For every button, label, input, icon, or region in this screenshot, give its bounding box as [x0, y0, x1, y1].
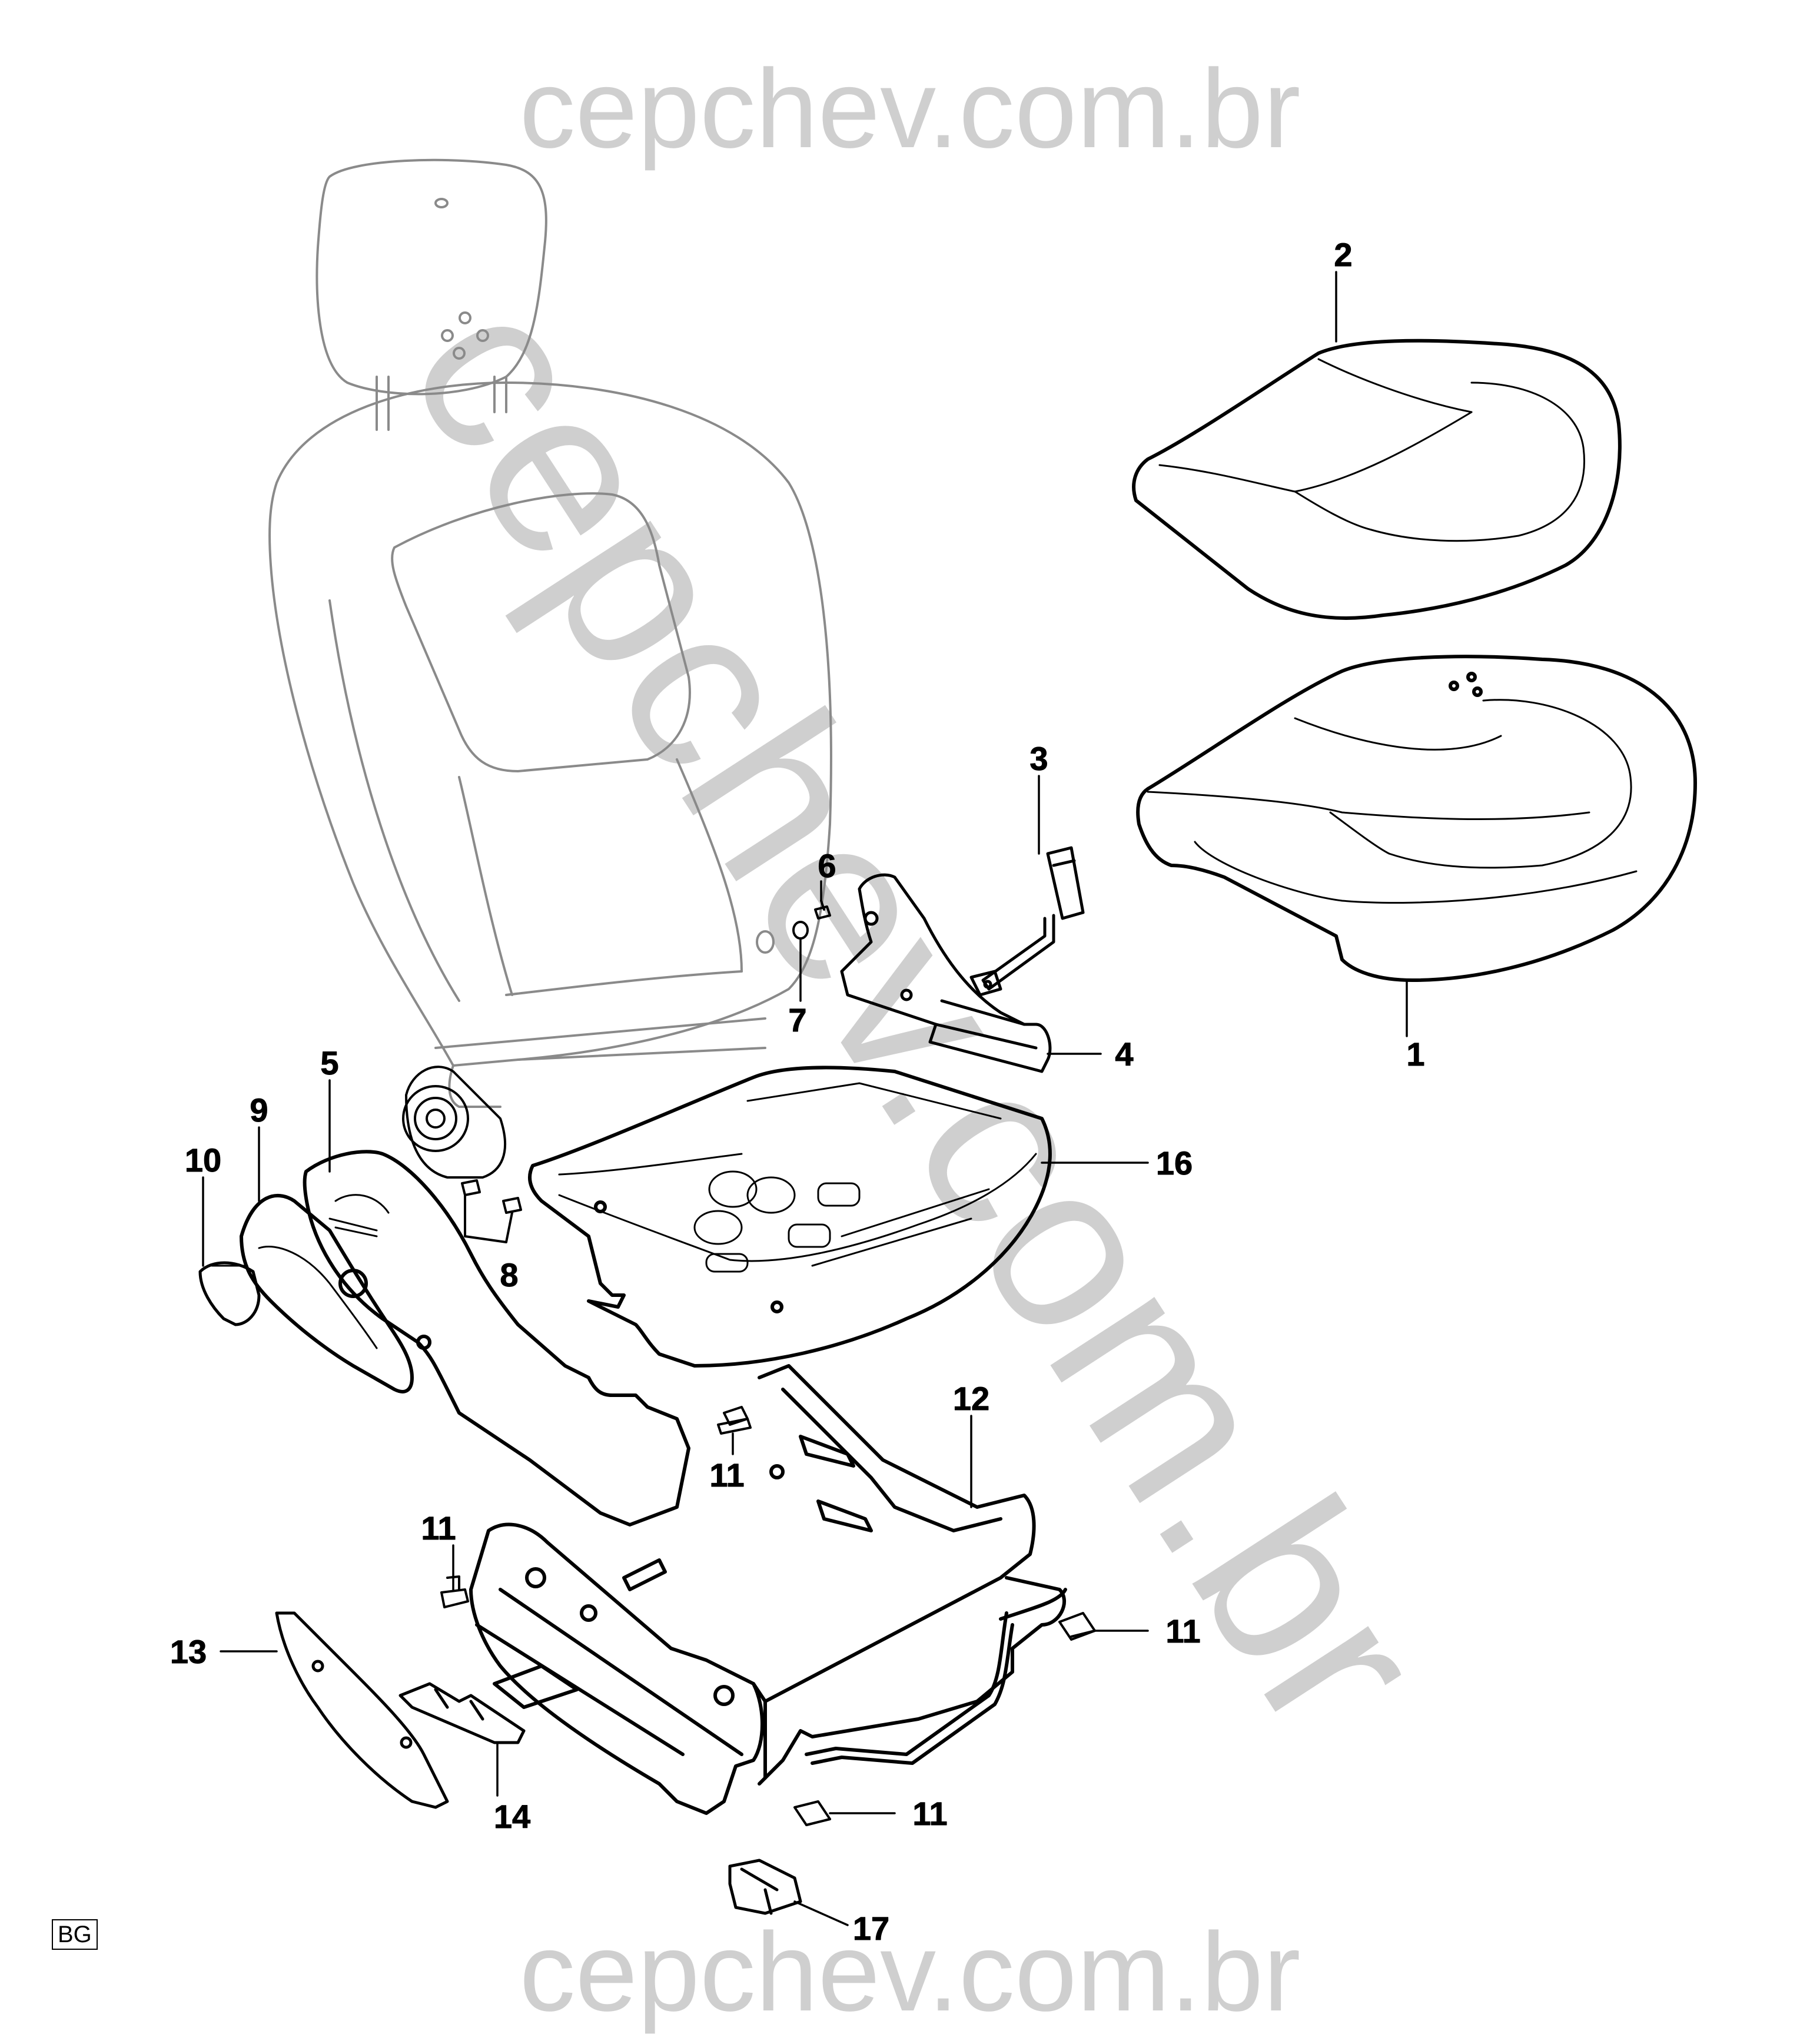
callout-11c: 11 [1165, 1612, 1200, 1650]
callout-11b: 11 [421, 1509, 456, 1547]
callout-2: 2 [1334, 236, 1352, 273]
callout-10: 10 [185, 1142, 221, 1179]
seat-belt-buckle [969, 846, 1085, 997]
callout-1: 1 [1406, 1036, 1424, 1073]
leader-17 [793, 1900, 849, 1926]
callout-6: 6 [818, 847, 836, 884]
track-bracket [398, 1682, 526, 1744]
leader-lines [202, 271, 1408, 1926]
seat-cushion-pad [1136, 655, 1697, 982]
callout-9: 9 [250, 1091, 268, 1129]
callout-labels: 2 1 3 4 6 7 16 5 9 10 8 12 11 11 11 11 1… [170, 236, 1425, 1947]
track-clip-11b [440, 1575, 469, 1608]
track-clip-11d [793, 1800, 831, 1826]
callout-7: 7 [788, 1001, 806, 1038]
callout-4: 4 [1115, 1036, 1133, 1073]
clip-17 [728, 1859, 802, 1915]
callout-5: 5 [320, 1044, 338, 1081]
track-clip-11a [717, 1406, 752, 1435]
recliner-mechanism [402, 1066, 506, 1179]
seat-pan [528, 1066, 1052, 1368]
watermark-bottom: cepchev.com.br [519, 1910, 1301, 2035]
bolts-8 [461, 1179, 522, 1243]
callout-8: 8 [500, 1256, 518, 1293]
outer-side-shield [303, 1150, 690, 1527]
callout-11a: 11 [709, 1456, 744, 1494]
seat-frame-track [469, 1364, 1067, 1815]
watermark-top: cepchev.com.br [519, 47, 1301, 171]
callout-3: 3 [1029, 740, 1048, 777]
inner-cover [240, 1193, 414, 1393]
side-trim-panel [840, 873, 1052, 1073]
callout-16: 16 [1156, 1144, 1193, 1182]
callout-13: 13 [170, 1633, 207, 1670]
callout-12: 12 [953, 1380, 989, 1417]
bolt-6 [814, 900, 831, 920]
callout-17: 17 [853, 1910, 889, 1947]
track-clip-11c [1058, 1612, 1096, 1641]
track-end-cover [275, 1611, 449, 1809]
corner-badge: BG [52, 1919, 98, 1950]
recline-lever-knob [198, 1261, 261, 1326]
nut-7 [792, 921, 809, 940]
callout-14: 14 [494, 1798, 530, 1835]
adjuster-bar [805, 1588, 1067, 1765]
seat-backrest-outline [268, 158, 832, 1108]
callout-11d: 11 [912, 1795, 947, 1832]
seat-cushion-cover [1132, 339, 1622, 620]
